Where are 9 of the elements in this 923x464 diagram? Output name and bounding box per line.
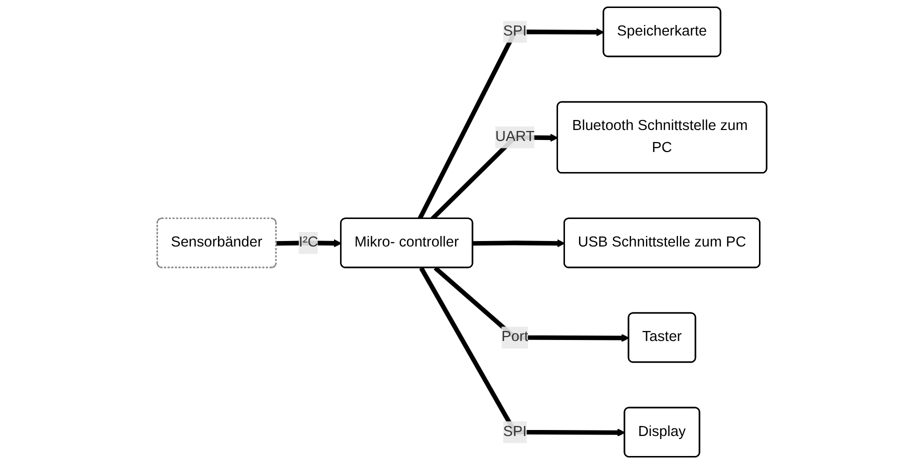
edge-label: SPI xyxy=(502,424,526,440)
edge-label: I²C xyxy=(298,234,318,250)
arrow xyxy=(472,239,565,248)
edge-label: Port xyxy=(501,329,528,345)
arrow xyxy=(276,239,342,248)
edge-label: SPI xyxy=(502,24,526,40)
edge-label: UART xyxy=(494,129,534,145)
arrow xyxy=(418,266,625,437)
arrow xyxy=(433,266,629,342)
